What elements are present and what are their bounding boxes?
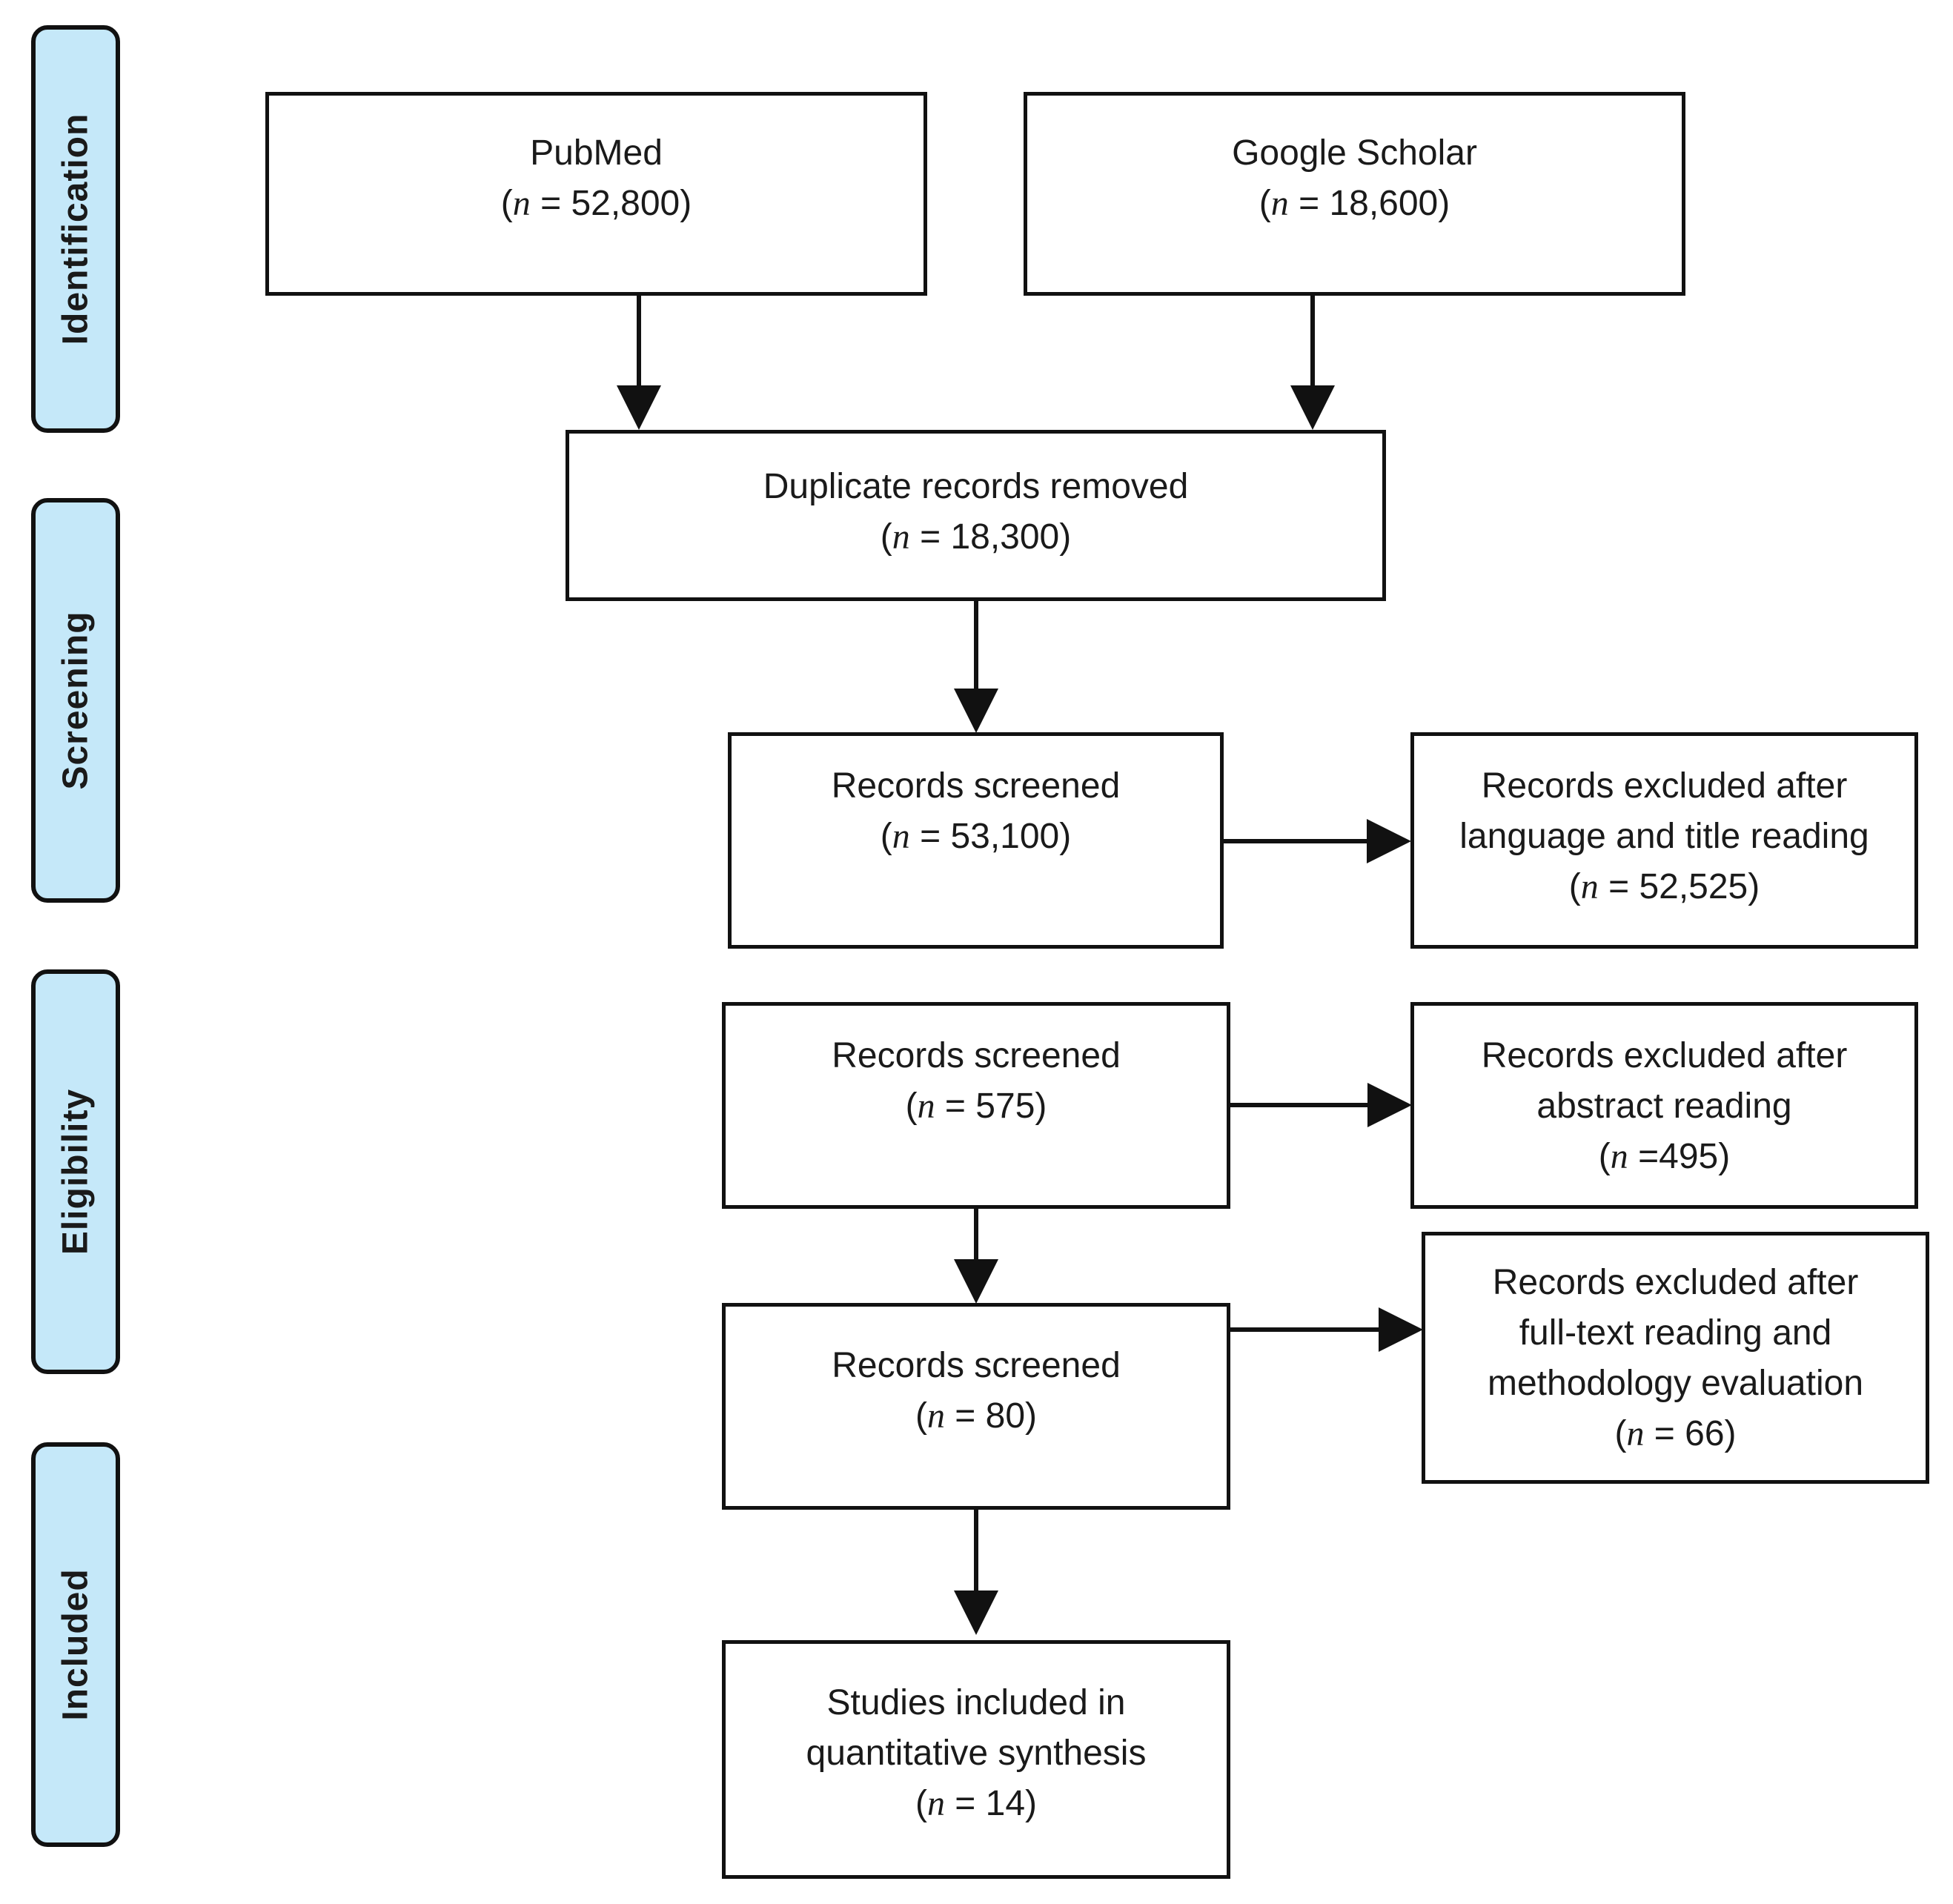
included-studies-box: Studies included in quantitative synthes… [722, 1640, 1230, 1879]
excluded-fulltext-count: (n = 66) [1614, 1414, 1737, 1453]
duplicates-removed-count: (n = 18,300) [880, 517, 1072, 557]
excluded-fulltext-line-3: methodology evaluation [1487, 1364, 1864, 1403]
google-scholar-label: Google Scholar [1232, 133, 1477, 173]
records-screened-3-count: (n = 80) [915, 1396, 1038, 1436]
google-scholar-box: Google Scholar (n = 18,600) [1024, 92, 1685, 296]
records-screened-box-1: Records screened (n = 53,100) [728, 732, 1224, 949]
records-screened-3-label: Records screened [832, 1346, 1121, 1385]
excluded-abstract-box: Records excluded after abstract reading … [1410, 1002, 1918, 1209]
included-studies-count: (n = 14) [915, 1784, 1038, 1823]
pubmed-count: (n = 52,800) [500, 184, 692, 223]
records-screened-1-count: (n = 53,100) [880, 817, 1072, 856]
phase-included-label: Included [56, 1568, 96, 1721]
phase-identification: Identification [31, 25, 120, 433]
excluded-fulltext-line-1: Records excluded after [1492, 1263, 1859, 1302]
phase-screening-label: Screening [56, 611, 96, 790]
excluded-title-line-2: language and title reading [1459, 817, 1869, 856]
duplicates-removed-box: Duplicate records removed (n = 18,300) [566, 430, 1386, 601]
google-scholar-count: (n = 18,600) [1259, 184, 1450, 223]
phase-eligibility: Eligibility [31, 969, 120, 1374]
excluded-fulltext-box: Records excluded after full-text reading… [1422, 1232, 1929, 1484]
pubmed-box: PubMed (n = 52,800) [265, 92, 927, 296]
phase-identification-label: Identification [56, 113, 96, 345]
pubmed-label: PubMed [530, 133, 663, 173]
excluded-fulltext-line-2: full-text reading and [1519, 1313, 1832, 1353]
records-screened-2-label: Records screened [832, 1036, 1121, 1075]
included-studies-line-1: Studies included in [826, 1683, 1126, 1722]
excluded-abstract-line-1: Records excluded after [1481, 1036, 1848, 1075]
excluded-abstract-count: (n =495) [1598, 1137, 1731, 1176]
records-screened-box-2: Records screened (n = 575) [722, 1002, 1230, 1209]
duplicates-removed-label: Duplicate records removed [763, 467, 1189, 506]
records-screened-box-3: Records screened (n = 80) [722, 1303, 1230, 1510]
excluded-abstract-line-2: abstract reading [1536, 1087, 1792, 1126]
excluded-title-line-1: Records excluded after [1481, 766, 1848, 806]
excluded-title-count: (n = 52,525) [1568, 867, 1760, 906]
phase-screening: Screening [31, 498, 120, 903]
records-screened-1-label: Records screened [831, 766, 1121, 806]
phase-included: Included [31, 1442, 120, 1847]
excluded-title-box: Records excluded after language and titl… [1410, 732, 1918, 949]
phase-eligibility-label: Eligibility [56, 1088, 96, 1255]
records-screened-2-count: (n = 575) [905, 1087, 1047, 1126]
included-studies-line-2: quantitative synthesis [806, 1734, 1147, 1773]
